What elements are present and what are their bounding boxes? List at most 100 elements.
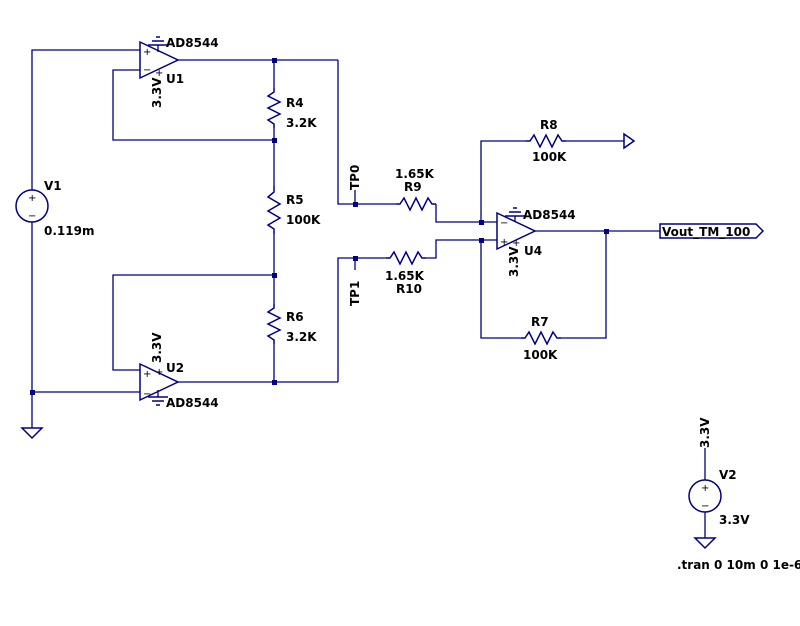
spice-directive[interactable]: .tran 0 10m 0 1e-6 <box>677 558 800 572</box>
output-net-label[interactable]: Vout_TM_100 <box>659 223 765 240</box>
junction-dot <box>353 202 358 207</box>
wire-tp1 <box>337 257 386 382</box>
u2-model: AD8544 <box>166 396 219 410</box>
resistor-icon <box>396 196 436 212</box>
resistor-r7[interactable]: R7 100K <box>521 315 561 362</box>
r10-value: 1.65K <box>385 269 425 283</box>
r6-value: 3.2K <box>286 330 317 344</box>
wire-r10-out <box>426 239 497 259</box>
u1-supply: 3.3V <box>150 77 164 108</box>
wire-r7-right <box>561 231 607 339</box>
r7-ref: R7 <box>531 315 549 329</box>
ground-icon <box>693 537 717 550</box>
net-flag-icon <box>623 132 636 150</box>
junction-dot <box>479 238 484 243</box>
r8-value: 100K <box>532 150 567 164</box>
r4-value: 3.2K <box>286 116 317 130</box>
ground-icon <box>20 427 44 440</box>
r8-ref: R8 <box>540 118 558 132</box>
resistor-icon <box>386 250 426 266</box>
opamp-u4[interactable]: − + + AD8544 U4 3.3V <box>496 207 576 277</box>
resistor-r6[interactable]: R6 3.2K <box>266 304 317 344</box>
u2-plus-sign: + <box>143 369 151 380</box>
u4-supply-plus: + <box>512 238 520 249</box>
wire-v1-bottom <box>31 222 140 393</box>
u4-supply: 3.3V <box>507 246 521 277</box>
v2-plus-sign: + <box>701 483 709 494</box>
u2-ref: U2 <box>166 361 184 375</box>
resistor-r9[interactable]: 1.65K R9 <box>395 167 436 212</box>
v2-minus-sign: − <box>701 501 709 512</box>
opamp-u2[interactable]: + − + AD8544 U2 3.3V <box>139 332 219 410</box>
voltage-source-v2[interactable]: + − V2 3.3V 3.3V <box>688 417 750 527</box>
wire-u2-feedback <box>112 274 274 371</box>
r5-ref: R5 <box>286 193 304 207</box>
junction-dot <box>272 273 277 278</box>
r7-value: 100K <box>523 348 558 362</box>
resistor-r8[interactable]: R8 100K <box>526 118 567 164</box>
r9-value: 1.65K <box>395 167 435 181</box>
u2-supply-ground-icon <box>148 396 168 406</box>
voltage-source-icon <box>688 479 722 513</box>
u4-model: AD8544 <box>523 208 576 222</box>
r4-ref: R4 <box>286 96 304 110</box>
junction-dot <box>272 380 277 385</box>
v2-net-label: 3.3V <box>698 417 712 448</box>
resistor-r4[interactable]: R4 3.2K <box>266 88 317 130</box>
voltage-source-icon <box>15 189 49 223</box>
v1-plus-sign: + <box>28 193 36 204</box>
resistor-r5[interactable]: R5 100K <box>266 186 321 234</box>
v1-value: 0.119m <box>44 224 94 238</box>
junction-dot <box>30 390 35 395</box>
u4-minus-sign: − <box>500 218 508 229</box>
wire-r9-out <box>435 204 497 223</box>
junction-dot <box>604 229 609 234</box>
v1-ref: V1 <box>44 179 62 193</box>
resistor-icon <box>266 88 282 128</box>
u2-minus-sign: − <box>143 389 151 400</box>
r5-value: 100K <box>286 213 321 227</box>
opamp-icon <box>139 362 180 402</box>
wire-u1-feedback <box>112 69 274 141</box>
wire-r8-left <box>480 140 526 222</box>
u1-plus-sign: + <box>143 47 151 58</box>
resistor-icon <box>266 304 282 344</box>
u1-model: AD8544 <box>166 36 219 50</box>
opamp-icon <box>496 211 537 251</box>
u2-supply: 3.3V <box>150 332 164 363</box>
tp1-label: TP1 <box>348 281 362 306</box>
u4-ref: U4 <box>524 244 542 258</box>
wire-tp0 <box>337 60 396 205</box>
v2-ref: V2 <box>719 468 737 482</box>
u2-supply-plus: + <box>155 367 163 378</box>
wire-v1-top <box>31 49 140 190</box>
junction-dot <box>272 58 277 63</box>
u1-ref: U1 <box>166 72 184 86</box>
junctions <box>30 58 609 395</box>
junction-dot <box>353 256 358 261</box>
u1-minus-sign: − <box>143 65 151 76</box>
u4-supply-ground-icon <box>505 207 525 217</box>
r10-ref: R10 <box>396 282 422 296</box>
v2-value: 3.3V <box>719 513 750 527</box>
resistor-icon <box>266 186 282 234</box>
resistor-r10[interactable]: 1.65K R10 <box>385 250 426 296</box>
resistor-icon <box>526 133 566 149</box>
u4-plus-sign: + <box>500 237 508 248</box>
opamp-icon <box>139 40 180 80</box>
wire-r7-left <box>480 240 521 339</box>
u1-supply-plus: + <box>155 68 163 79</box>
junction-dot <box>272 138 277 143</box>
opamp-u1[interactable]: − + + AD8544 U1 3.3V <box>139 36 219 108</box>
wires <box>31 45 706 538</box>
r9-ref: R9 <box>404 180 422 194</box>
v1-minus-sign: − <box>28 211 36 222</box>
resistor-icon <box>521 330 561 346</box>
u1-supply-ground-icon <box>148 36 168 46</box>
tp0-label: TP0 <box>348 165 362 190</box>
voltage-source-v1[interactable]: + − V1 0.119m <box>15 179 94 238</box>
junction-dot <box>479 220 484 225</box>
net-flag-icon <box>659 223 765 239</box>
r6-ref: R6 <box>286 310 304 324</box>
